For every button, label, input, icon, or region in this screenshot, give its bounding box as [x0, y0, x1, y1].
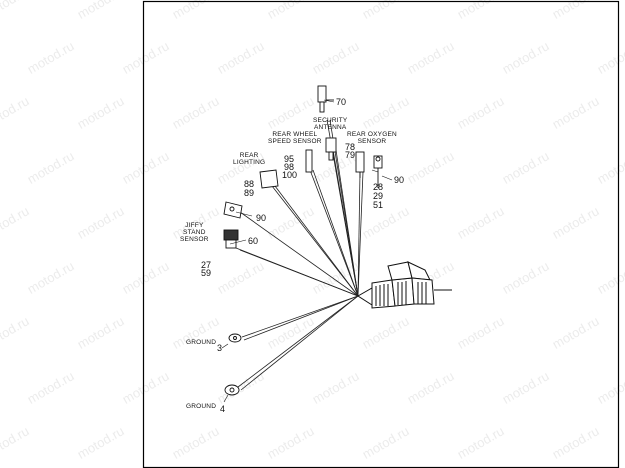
ref-jiffy-1: 27 — [201, 260, 212, 270]
lighting-ring-connector — [223, 201, 243, 219]
top-connector — [317, 85, 334, 113]
ground-label-lower: GROUND — [186, 403, 217, 410]
security-antenna-connector — [325, 137, 337, 161]
ground-terminal-lower — [224, 384, 240, 396]
ref-security-antenna-1: 78 — [345, 142, 356, 152]
ref-lighting-1: 88 — [244, 179, 255, 189]
rear-lighting-label: REAR LIGHTING — [233, 152, 266, 166]
oxygen-ring-terminal — [373, 155, 383, 188]
ref-oxygen-1: 28 — [373, 182, 384, 192]
security-antenna-label: SECURITY ANTENNA — [313, 117, 348, 131]
jiffy-stand-connector — [223, 229, 239, 249]
ref-oxygen-3: 51 — [373, 200, 384, 210]
ref-ground-lower: 4 — [220, 404, 226, 414]
ground-label-upper: GROUND — [186, 339, 217, 346]
ref-top-connector: 70 — [336, 97, 347, 107]
ref-security-antenna-2: 79 — [345, 150, 356, 160]
rear-wheel-speed-sensor-label: REAR WHEEL SPEED SENSOR — [268, 131, 322, 145]
jiffy-stand-sensor-label: JIFFY STAND SENSOR — [180, 222, 209, 243]
leader-lines — [221, 99, 393, 403]
rear-wheel-speed-sensor-connector — [305, 149, 313, 173]
ref-oxygen-ring: 90 — [394, 175, 405, 185]
diagram-frame — [142, 0, 620, 468]
rear-lighting-connector — [259, 169, 279, 189]
main-connector-block — [357, 261, 452, 309]
ref-jiffy-connector: 60 — [248, 236, 259, 246]
ref-jiffy-2: 59 — [201, 268, 212, 278]
ref-ground-upper: 3 — [217, 343, 223, 353]
ref-lighting-ring: 90 — [256, 213, 267, 223]
ref-lighting-2: 89 — [244, 188, 255, 198]
ref-wheel-sensor-1: 95 — [284, 154, 295, 164]
ref-wheel-sensor-3: 100 — [282, 170, 298, 180]
rear-oxygen-sensor-connector — [355, 151, 365, 178]
ref-oxygen-2: 29 — [373, 191, 384, 201]
ref-wheel-sensor-2: 98 — [284, 162, 295, 172]
rear-oxygen-sensor-label: REAR OXYGEN SENSOR — [347, 131, 397, 145]
wire-bundle — [235, 119, 364, 391]
ground-terminal-upper — [228, 333, 242, 343]
